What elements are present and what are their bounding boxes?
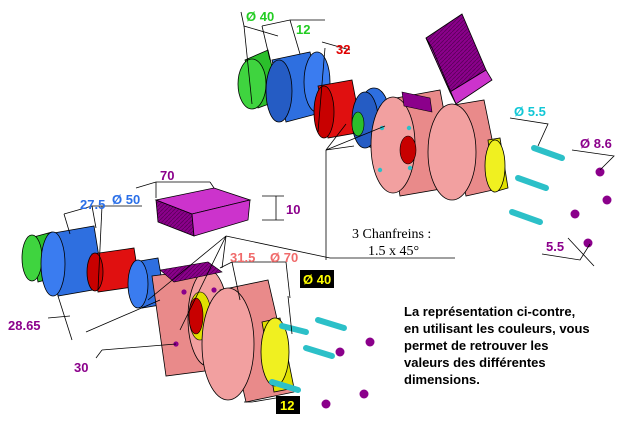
bottom-assembly bbox=[21, 225, 375, 409]
chamfer-label-line2: 1.5 x 45° bbox=[368, 244, 419, 259]
dim-block-height-10: 10 bbox=[286, 202, 300, 217]
dim-bottom-length-30: 30 bbox=[74, 360, 88, 375]
top-red-section bbox=[313, 79, 363, 139]
top-pins bbox=[509, 145, 612, 248]
dim-bottom-diameter-40-box bbox=[300, 270, 334, 288]
dim-top-length-5-5: 5.5 bbox=[546, 239, 564, 254]
top-floating-block bbox=[425, 13, 493, 105]
bottom-yellow-end bbox=[260, 317, 295, 393]
dim-bottom-length-12-box bbox=[276, 396, 300, 414]
dim-bottom-length-28-65: 28.65 bbox=[8, 318, 41, 333]
top-purple-key bbox=[401, 91, 433, 113]
dim-top-length-12: 12 bbox=[296, 22, 310, 37]
dim-top-diameter-5-5: Ø 5.5 bbox=[514, 104, 546, 119]
dim-bottom-diameter-70: Ø 70 bbox=[270, 250, 298, 265]
explanation-note: La représentation ci-contre, en utilisan… bbox=[404, 303, 626, 388]
dim-top-diameter-8-6: Ø 8.6 bbox=[580, 136, 612, 151]
note-line-1: La représentation ci-contre, bbox=[404, 304, 576, 319]
note-line-4: valeurs des différentes bbox=[404, 355, 546, 370]
dim-bottom-length-31-5: 31.5 bbox=[230, 250, 255, 265]
dim-bottom-length-27-5: 27.5 bbox=[80, 197, 105, 212]
chamfer-label-line1: 3 Chanfreins : bbox=[352, 227, 431, 242]
note-line-2: en utilisant les couleurs, vous bbox=[404, 321, 590, 336]
dim-top-diameter-40: Ø 40 bbox=[246, 9, 274, 24]
dim-top-length-32: 32 bbox=[336, 42, 350, 57]
top-assembly bbox=[237, 13, 612, 248]
dim-block-length-70: 70 bbox=[160, 168, 174, 183]
top-yellow-end bbox=[484, 137, 509, 193]
note-line-3: permet de retrouver les bbox=[404, 338, 549, 353]
dim-bottom-diameter-50: Ø 50 bbox=[112, 192, 140, 207]
dimension-lines bbox=[47, 11, 615, 403]
dim-bottom-diameter-40: Ø 40 bbox=[303, 272, 331, 287]
middle-block bbox=[154, 187, 252, 237]
bottom-pins bbox=[269, 317, 375, 409]
dim-bottom-length-12: 12 bbox=[280, 398, 294, 413]
note-line-5: dimensions. bbox=[404, 372, 480, 387]
